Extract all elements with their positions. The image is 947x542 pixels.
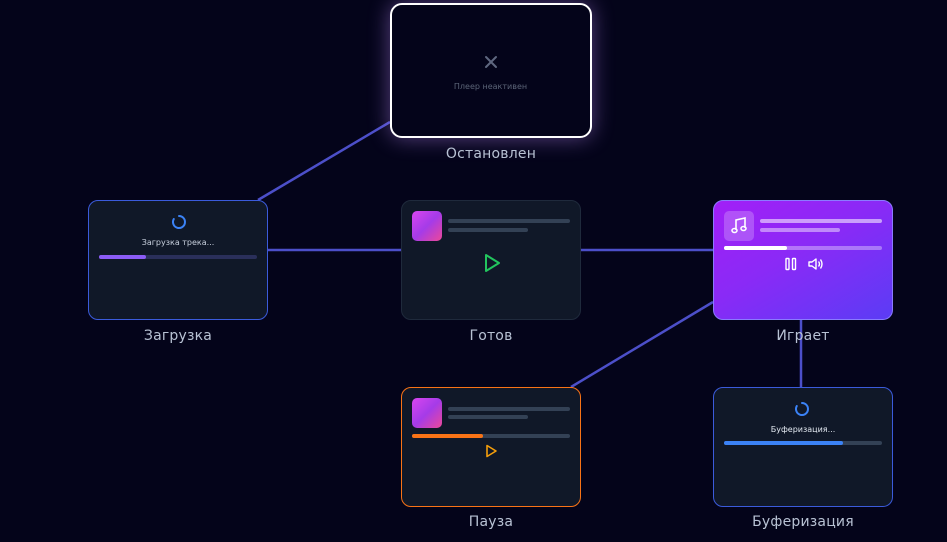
spinner-icon bbox=[795, 402, 809, 416]
state-card-ready[interactable] bbox=[401, 200, 581, 320]
playing-progress-track[interactable] bbox=[724, 246, 882, 250]
pause-icon[interactable] bbox=[784, 257, 798, 271]
close-icon bbox=[485, 56, 497, 68]
state-card-stopped[interactable]: Плеер неактивен bbox=[390, 3, 592, 138]
paused-progress-fill bbox=[412, 434, 483, 438]
volume-icon[interactable] bbox=[808, 257, 824, 271]
track-artist-placeholder bbox=[448, 415, 528, 419]
stopped-message: Плеер неактивен bbox=[453, 82, 528, 91]
buffering-progress-fill bbox=[724, 441, 843, 445]
label-playing: Играет bbox=[776, 328, 830, 344]
state-card-paused[interactable] bbox=[401, 387, 581, 507]
state-card-loading[interactable]: Загрузка трека... bbox=[88, 200, 268, 320]
album-art bbox=[412, 398, 442, 428]
music-note-icon bbox=[724, 211, 754, 241]
label-buffering: Буферизация bbox=[752, 514, 854, 530]
loading-progress-fill bbox=[99, 255, 146, 259]
track-title-placeholder bbox=[448, 219, 570, 223]
edge-playing-paused bbox=[570, 300, 714, 389]
label-loading: Загрузка bbox=[143, 328, 213, 344]
track-title-placeholder bbox=[760, 219, 882, 223]
loading-progress-track bbox=[99, 255, 257, 259]
label-paused: Пауза bbox=[468, 514, 514, 530]
album-art bbox=[412, 211, 442, 241]
play-icon[interactable] bbox=[482, 253, 502, 273]
state-card-buffering[interactable]: Буферизация... bbox=[713, 387, 893, 507]
label-ready: Готов bbox=[469, 328, 513, 344]
spinner-icon bbox=[172, 215, 186, 229]
edge-loading-stopped bbox=[257, 120, 391, 202]
label-stopped: Остановлен bbox=[445, 146, 537, 162]
track-title-placeholder bbox=[448, 407, 570, 411]
paused-progress-track[interactable] bbox=[412, 434, 570, 438]
play-icon[interactable] bbox=[484, 444, 498, 458]
track-artist-placeholder bbox=[760, 228, 840, 232]
loading-message: Загрузка трека... bbox=[141, 238, 215, 247]
state-card-playing[interactable] bbox=[713, 200, 893, 320]
playing-progress-fill bbox=[724, 246, 787, 250]
buffering-message: Буферизация... bbox=[770, 425, 836, 434]
track-artist-placeholder bbox=[448, 228, 528, 232]
